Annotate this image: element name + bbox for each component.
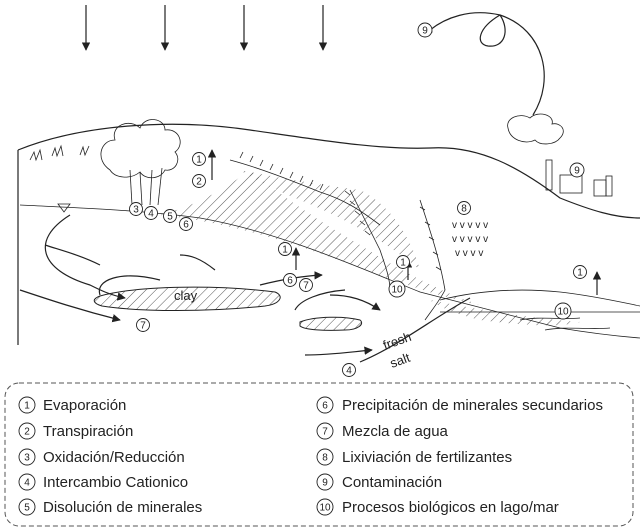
contamination-loop xyxy=(480,15,505,46)
legend-item-5: 5 Disolución de minerales xyxy=(19,499,202,516)
svg-text:Lixiviación de fertilizantes: Lixiviación de fertilizantes xyxy=(342,449,512,466)
svg-text:4: 4 xyxy=(148,209,154,220)
svg-text:3: 3 xyxy=(133,205,139,216)
svg-text:v v v v v: v v v v v xyxy=(452,220,488,231)
svg-text:10: 10 xyxy=(391,285,403,296)
svg-text:Oxidación/Reducción: Oxidación/Reducción xyxy=(43,449,185,466)
legend: 1 Evaporación 2 Transpiración 3 Oxidación/R… xyxy=(19,397,603,516)
svg-text:6: 6 xyxy=(183,220,189,231)
svg-text:8: 8 xyxy=(322,453,328,464)
svg-text:Disolución de minerales: Disolución de minerales xyxy=(43,499,202,516)
legend-item-2: 2 Transpiración xyxy=(19,423,133,440)
svg-text:6: 6 xyxy=(322,401,328,412)
svg-text:5: 5 xyxy=(167,212,173,223)
svg-text:5: 5 xyxy=(24,503,30,514)
marker-1c: 1 xyxy=(397,256,410,269)
marker-7a: 7 xyxy=(300,279,313,292)
svg-text:9: 9 xyxy=(322,478,328,489)
svg-text:7: 7 xyxy=(303,281,309,292)
marker-9a: 9 xyxy=(418,23,432,37)
lake-wave-2 xyxy=(545,328,610,330)
svg-text:7: 7 xyxy=(322,427,328,438)
marker-6b: 6 xyxy=(284,274,297,287)
trees xyxy=(101,120,180,205)
marker-8: 8 xyxy=(458,202,471,215)
factory xyxy=(508,114,612,196)
marker-4a: 4 xyxy=(145,207,158,220)
svg-text:10: 10 xyxy=(319,503,331,514)
clay-label: clay xyxy=(174,288,198,303)
legend-item-1: 1 Evaporación xyxy=(19,397,126,414)
legend-item-6: 6 Precipitación de minerales secundarios xyxy=(317,397,603,414)
svg-text:Procesos biológicos en lago/ma: Procesos biológicos en lago/mar xyxy=(342,499,559,516)
legend-item-4: 4 Intercambio Cationico xyxy=(19,474,188,491)
marker-9b: 9 xyxy=(570,163,584,177)
svg-text:10: 10 xyxy=(557,307,569,318)
grass xyxy=(30,146,89,160)
salt-label: salt xyxy=(388,350,413,371)
marker-4b: 4 xyxy=(343,364,356,377)
svg-text:9: 9 xyxy=(422,26,428,37)
svg-text:8: 8 xyxy=(461,204,467,215)
legend-item-7: 7 Mezcla de agua xyxy=(317,423,449,440)
svg-text:Contaminación: Contaminación xyxy=(342,474,442,491)
svg-text:6: 6 xyxy=(287,276,293,287)
legend-item-9: 9 Contaminación xyxy=(317,474,442,491)
svg-text:1: 1 xyxy=(577,268,583,279)
marker-1d: 1 xyxy=(574,266,587,279)
svg-text:1: 1 xyxy=(196,155,202,166)
marker-7b: 7 xyxy=(137,319,150,332)
svg-text:4: 4 xyxy=(24,478,30,489)
contamination-arc xyxy=(430,13,544,115)
legend-item-8: 8 Lixiviación de fertilizantes xyxy=(317,449,512,466)
svg-text:2: 2 xyxy=(24,427,30,438)
legend-item-3: 3 Oxidación/Reducción xyxy=(19,449,185,466)
svg-text:Mezcla de agua: Mezcla de agua xyxy=(342,423,449,440)
svg-text:v v v v: v v v v xyxy=(455,248,483,259)
svg-text:4: 4 xyxy=(346,366,352,377)
svg-text:Precipitación de minerales sec: Precipitación de minerales secundarios xyxy=(342,397,603,414)
svg-text:7: 7 xyxy=(140,321,146,332)
marker-1a: 1 xyxy=(193,153,206,166)
small-clay-lens xyxy=(300,317,362,330)
marker-6a: 6 xyxy=(180,218,193,231)
svg-text:1: 1 xyxy=(400,258,406,269)
marker-5: 5 xyxy=(164,210,177,223)
svg-text:9: 9 xyxy=(574,166,580,177)
svg-text:v v v v v: v v v v v xyxy=(452,234,488,245)
marker-1b: 1 xyxy=(279,243,292,256)
fertilizer-marks: v v v v v v v v v v v v v v xyxy=(452,220,488,259)
legend-item-10: 10 Procesos biológicos en lago/mar xyxy=(317,499,559,516)
svg-text:2: 2 xyxy=(196,177,202,188)
svg-text:3: 3 xyxy=(24,453,30,464)
marker-10a: 10 xyxy=(389,281,405,297)
svg-text:Intercambio Cationico: Intercambio Cationico xyxy=(43,474,188,491)
water-table-symbol xyxy=(58,204,70,212)
svg-text:1: 1 xyxy=(24,401,30,412)
precipitation-arrows xyxy=(86,5,323,50)
fresh-label: fresh xyxy=(381,329,413,353)
marker-3: 3 xyxy=(130,203,143,216)
marker-2: 2 xyxy=(193,175,206,188)
svg-text:Transpiración: Transpiración xyxy=(43,423,133,440)
marker-10b: 10 xyxy=(555,303,571,319)
svg-text:Evaporación: Evaporación xyxy=(43,397,126,414)
svg-text:1: 1 xyxy=(282,245,288,256)
